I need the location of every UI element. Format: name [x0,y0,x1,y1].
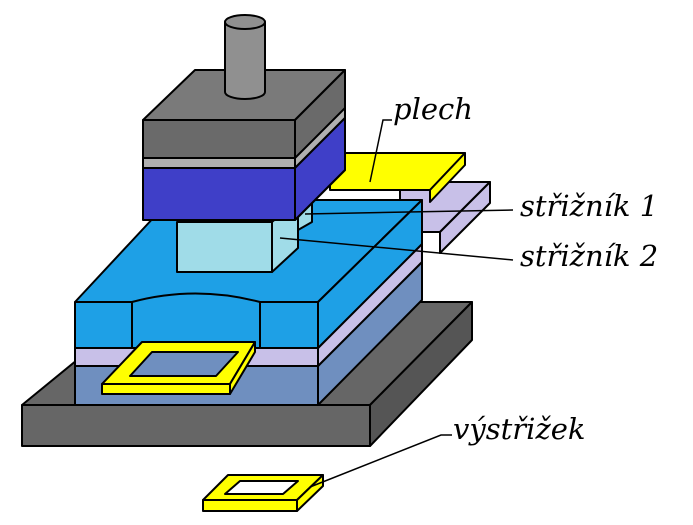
label-plech: plech [393,92,473,126]
blank-frame-side [229,341,256,395]
leader-plech [369,119,392,183]
blank-in-die [101,341,256,395]
rod-body [224,21,266,100]
label-vystrizek: výstřižek [453,412,586,446]
ram-front-grey [142,119,296,159]
sheet-metal-plech [329,152,466,203]
ram-front-band [142,157,296,169]
ram-side-blue [294,117,346,221]
leader-vystrizek [309,434,452,488]
punch-2-front [176,221,273,273]
leader-striznik1 [304,209,514,215]
die-opening-face [131,292,261,349]
leader-lines [279,119,514,488]
ejected-blank [202,474,324,512]
sheet-strip-end [439,181,491,254]
blank-frame-hole [129,351,239,377]
label-striznik-1: střižník 1 [520,189,659,223]
rod-top [224,14,266,30]
press-rod [224,14,266,100]
label-striznik-2: střižník 2 [520,239,659,273]
leader-striznik2 [279,237,514,261]
ram-front-blue [142,167,296,221]
ejected-front [202,499,298,512]
ejected-hole [224,480,299,495]
base-plate-front [21,404,371,447]
plech-end [429,152,466,203]
blank-frame-front [101,383,231,395]
